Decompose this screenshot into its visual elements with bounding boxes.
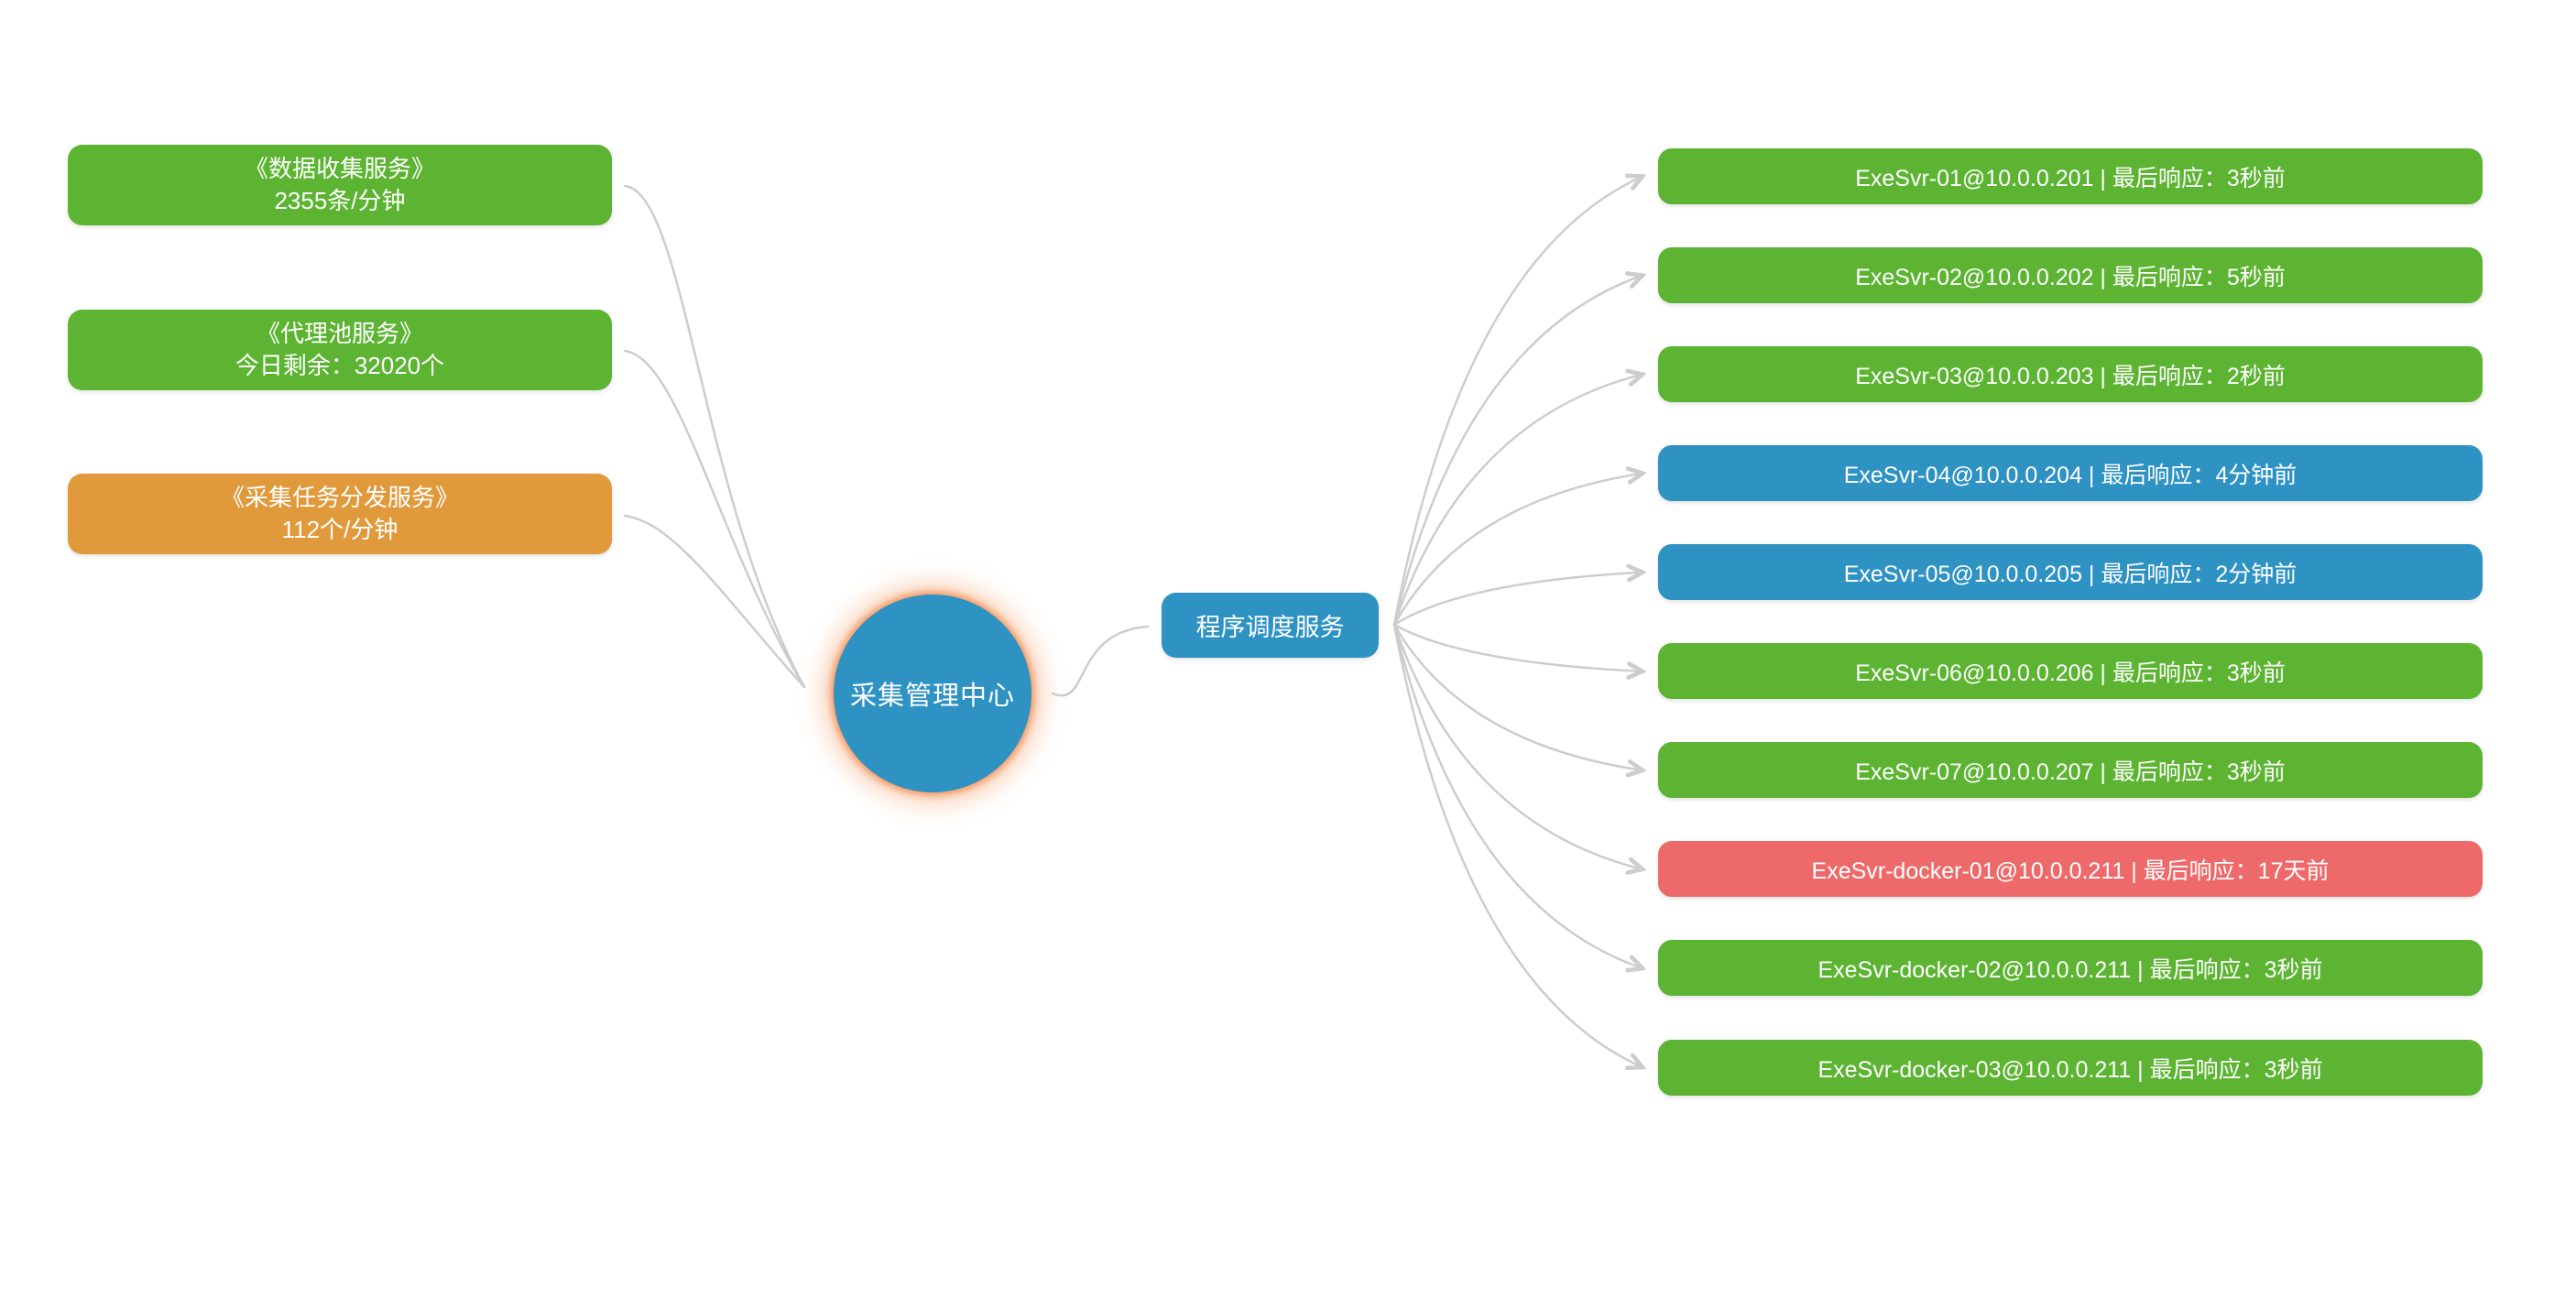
server-label: ExeSvr-docker-01@10.0.0.211 | 最后响应：17天前 xyxy=(1811,857,2330,884)
server-node[interactable]: ExeSvr-01@10.0.0.201 | 最后响应：3秒前 xyxy=(1658,148,2483,204)
center-node-collection-management[interactable]: 采集管理中心 xyxy=(834,595,1031,792)
link-scheduler-to-server-4 xyxy=(1392,474,1643,627)
service-metric: 2355条/分钟 xyxy=(274,187,406,214)
server-node[interactable]: ExeSvr-02@10.0.0.202 | 最后响应：5秒前 xyxy=(1658,247,2483,303)
service-metric: 今日剩余：32020个 xyxy=(235,352,445,379)
link-center-to-scheduler xyxy=(1051,625,1150,697)
server-label: ExeSvr-04@10.0.0.204 | 最后响应：4分钟前 xyxy=(1843,462,2298,488)
server-node[interactable]: ExeSvr-03@10.0.0.203 | 最后响应：2秒前 xyxy=(1658,346,2483,402)
server-node[interactable]: ExeSvr-06@10.0.0.206 | 最后响应：3秒前 xyxy=(1658,643,2483,699)
link-scheduler-to-server-1 xyxy=(1392,177,1643,627)
server-node[interactable]: ExeSvr-05@10.0.0.205 | 最后响应：2分钟前 xyxy=(1658,544,2483,600)
service-title: 《代理池服务》 xyxy=(256,320,423,347)
service-metric: 112个/分钟 xyxy=(281,516,398,543)
server-label: ExeSvr-01@10.0.0.201 | 最后响应：3秒前 xyxy=(1855,165,2286,191)
server-label: ExeSvr-06@10.0.0.206 | 最后响应：3秒前 xyxy=(1855,660,2286,686)
link-scheduler-to-server-5 xyxy=(1392,573,1643,627)
scheduler-node-label: 程序调度服务 xyxy=(1195,614,1345,641)
link-scheduler-to-server-2 xyxy=(1392,276,1643,627)
service-node[interactable]: 《数据收集服务》 2355条/分钟 xyxy=(68,145,612,225)
scheduler-node[interactable]: 程序调度服务 xyxy=(1162,593,1379,658)
link-scheduler-to-server-9 xyxy=(1392,623,1643,968)
service-title: 《采集任务分发服务》 xyxy=(220,484,459,511)
scheduler-fan-links xyxy=(1392,177,1643,1068)
server-node[interactable]: ExeSvr-docker-01@10.0.0.211 | 最后响应：17天前 xyxy=(1658,841,2483,897)
server-label: ExeSvr-07@10.0.0.207 | 最后响应：3秒前 xyxy=(1855,759,2286,785)
link-scheduler-to-server-3 xyxy=(1392,375,1643,627)
server-node[interactable]: ExeSvr-07@10.0.0.207 | 最后响应：3秒前 xyxy=(1658,742,2483,798)
link-proxy-pool-to-center xyxy=(623,349,806,689)
server-node[interactable]: ExeSvr-docker-03@10.0.0.211 | 最后响应：3秒前 xyxy=(1658,1040,2483,1096)
link-scheduler-to-server-10 xyxy=(1392,623,1643,1067)
service-node[interactable]: 《采集任务分发服务》 112个/分钟 xyxy=(68,474,612,554)
server-label: ExeSvr-docker-03@10.0.0.211 | 最后响应：3秒前 xyxy=(1817,1056,2323,1083)
link-scheduler-to-server-7 xyxy=(1392,623,1643,770)
link-task-dispatch-to-center xyxy=(623,514,806,689)
server-label: ExeSvr-03@10.0.0.203 | 最后响应：2秒前 xyxy=(1855,363,2286,389)
link-scheduler-to-server-8 xyxy=(1392,623,1643,869)
link-scheduler-to-server-6 xyxy=(1392,623,1643,671)
server-label: ExeSvr-02@10.0.0.202 | 最后响应：5秒前 xyxy=(1855,264,2286,290)
service-node[interactable]: 《代理池服务》 今日剩余：32020个 xyxy=(68,310,612,390)
link-data-collect-to-center xyxy=(623,184,806,689)
service-title: 《数据收集服务》 xyxy=(244,155,435,182)
server-label: ExeSvr-docker-02@10.0.0.211 | 最后响应：3秒前 xyxy=(1817,956,2323,983)
server-node[interactable]: ExeSvr-04@10.0.0.204 | 最后响应：4分钟前 xyxy=(1658,445,2483,501)
server-node[interactable]: ExeSvr-docker-02@10.0.0.211 | 最后响应：3秒前 xyxy=(1658,940,2483,996)
server-label: ExeSvr-05@10.0.0.205 | 最后响应：2分钟前 xyxy=(1843,561,2298,587)
center-node-label: 采集管理中心 xyxy=(849,682,1015,711)
